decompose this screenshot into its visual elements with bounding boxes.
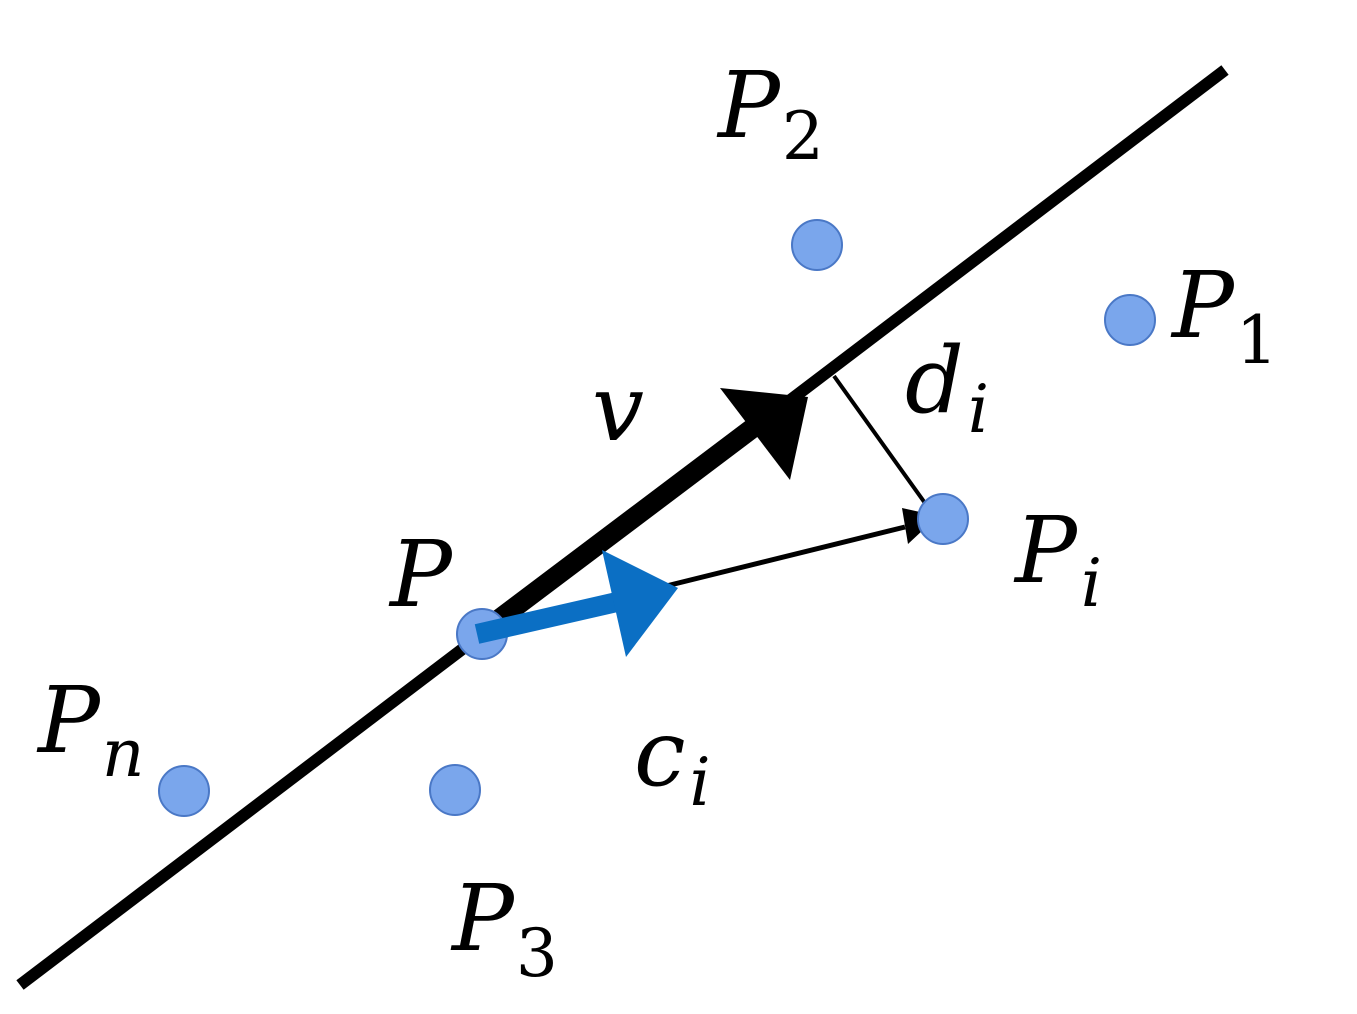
label-p2: P2 <box>716 52 824 175</box>
direction-vector-v-shaft <box>475 407 777 640</box>
label-p: P <box>388 521 454 628</box>
direction-vector-v-arrowhead <box>720 388 808 480</box>
label-pn: Pn <box>36 667 144 792</box>
label-v: v <box>592 355 644 462</box>
point-pn <box>158 765 210 817</box>
unit-vector-c-shaft <box>474 589 633 644</box>
label-pi: Pi <box>1013 497 1102 622</box>
label-d-i: di <box>905 327 989 448</box>
distance-d-segment <box>832 374 937 519</box>
vector-p-to-pi <box>649 524 906 593</box>
label-c-i: ci <box>634 700 711 821</box>
point-p1 <box>1104 294 1156 346</box>
point-pi <box>917 493 969 545</box>
label-p3: P3 <box>450 865 558 992</box>
label-p1: P1 <box>1170 252 1278 379</box>
unit-vector-c-arrowhead <box>602 550 678 657</box>
point-p2 <box>791 219 843 271</box>
point-p3 <box>429 764 481 816</box>
